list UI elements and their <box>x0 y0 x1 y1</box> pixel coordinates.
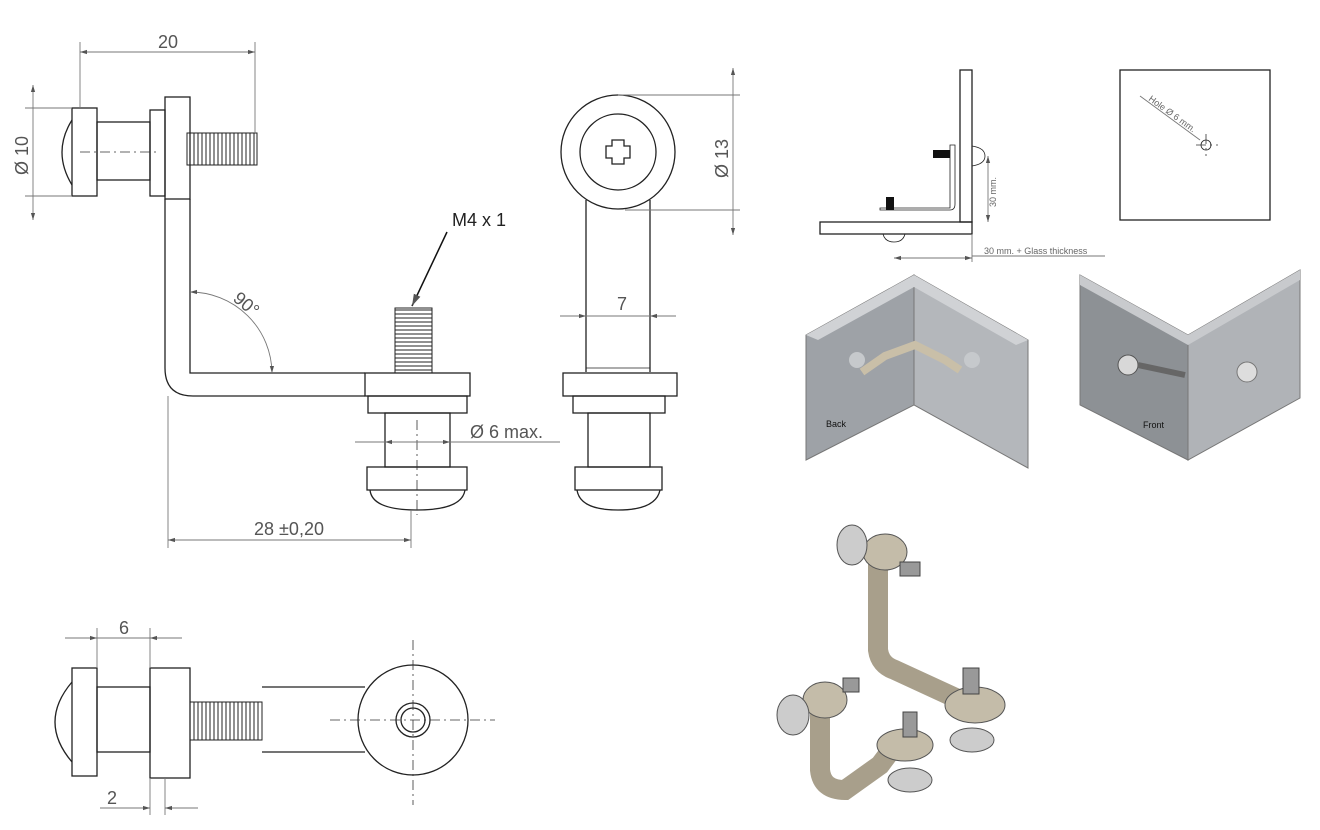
back-label: Back <box>826 419 847 429</box>
dim-shank-length: 6 <box>119 618 129 638</box>
dim-arm-width: 7 <box>617 294 627 314</box>
washer <box>149 109 166 197</box>
shank <box>96 121 151 181</box>
dim-flange-thickness: 2 <box>107 788 117 808</box>
height-label: 30 mm. <box>988 177 998 207</box>
thread-bottom <box>394 307 433 374</box>
phillips-icon <box>605 139 631 165</box>
render-brackets <box>776 524 1006 801</box>
side-view: 20 Ø 10 90° M4 x 1 Ø 6 max. 28 ±0,20 <box>12 32 560 548</box>
bottom-washer <box>364 372 471 397</box>
thread-callout: M4 x 1 <box>452 210 506 230</box>
thread-top <box>186 132 258 166</box>
installation-section: 30 mm. 30 mm. + Glass thickness Hole Ø 6… <box>819 69 1271 262</box>
front-label: Front <box>1143 420 1165 430</box>
dim-diameter-10: Ø 10 <box>12 136 32 175</box>
glass-panel <box>1119 69 1271 221</box>
top-view: 6 2 <box>54 618 495 815</box>
bracket-arm <box>164 199 365 397</box>
render-back: Back <box>805 274 1029 469</box>
dim-length: 28 ±0,20 <box>254 519 324 539</box>
front-view: Ø 13 7 <box>560 68 740 511</box>
dim-hole-max: Ø 6 max. <box>470 422 543 442</box>
dim-diameter-13: Ø 13 <box>712 139 732 178</box>
hole-label: Hole Ø 6 mm. <box>1147 94 1198 135</box>
dim-angle: 90° <box>229 288 263 321</box>
render-front: Front <box>1079 269 1301 461</box>
screw-head-dome <box>61 119 73 186</box>
offset-label: 30 mm. + Glass thickness <box>984 246 1088 256</box>
dim-20: 20 <box>158 32 178 52</box>
